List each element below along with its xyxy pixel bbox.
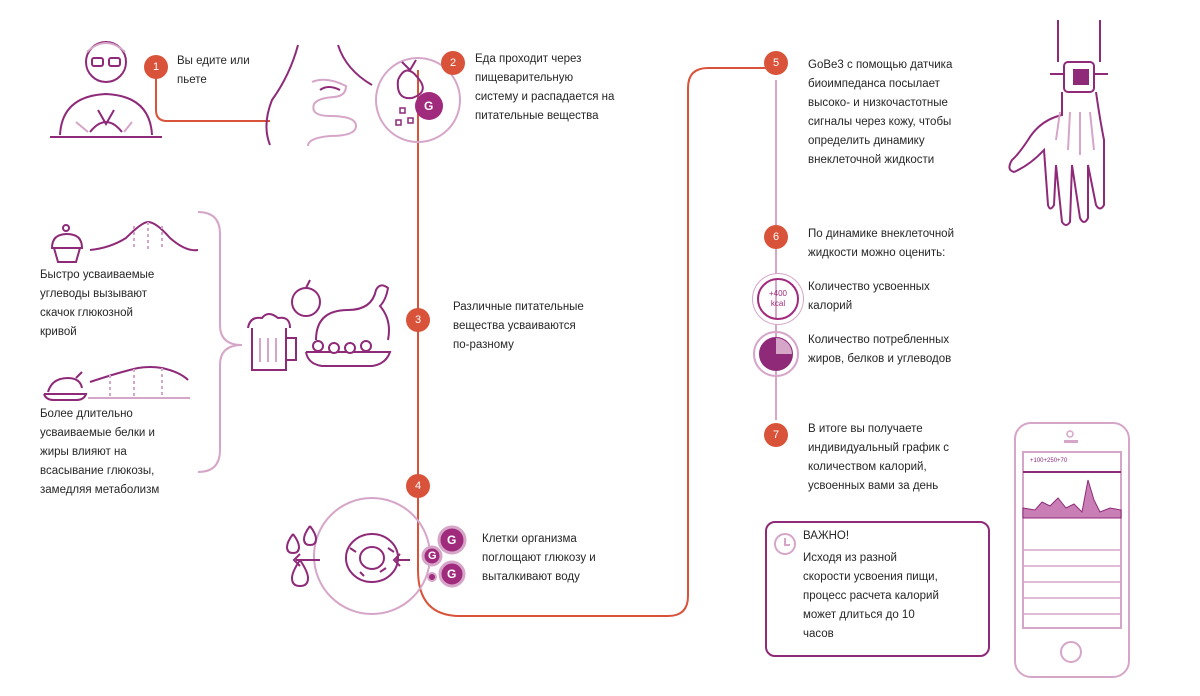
step-badge-1: 1 xyxy=(144,55,168,79)
warning-text: Исходя из разной скорости усвоения пищи,… xyxy=(803,552,939,640)
step-badge-2: 2 xyxy=(441,51,465,75)
glucose-label: G xyxy=(447,533,457,547)
step-text-7: В итоге вы получаете индивидуальный граф… xyxy=(808,423,949,492)
step-text-3: Различные питательные вещества усваивают… xyxy=(453,301,584,351)
step-text-5: GoBe3 с помощью датчика биоимпеданса пос… xyxy=(808,59,953,166)
digestive-system-icon xyxy=(265,44,373,147)
step-badge-5: 5 xyxy=(764,51,788,75)
step-badge-3: 3 xyxy=(406,308,430,332)
timeline-connector xyxy=(197,80,777,473)
roast-chicken-icon xyxy=(43,371,88,401)
fast-glucose-curve xyxy=(89,220,199,252)
macros-estimate-text: Количество потребленных жиров, белков и … xyxy=(808,334,952,365)
wristband-hand-icon xyxy=(1008,20,1108,226)
kcal-value: +400 xyxy=(768,289,788,298)
slow-glucose-curve xyxy=(88,366,190,399)
cupcake-icon xyxy=(50,224,84,263)
step-badge-4: 4 xyxy=(406,474,430,498)
warning-title: ВАЖНО! xyxy=(803,530,850,542)
step-text-6: По динамике внеклеточной жидкости можно … xyxy=(808,228,955,259)
food-variety-icon xyxy=(247,279,392,371)
cell-icon xyxy=(285,497,467,615)
glucose-label: G xyxy=(428,550,437,562)
digestion-circle-icon xyxy=(375,57,461,143)
macros-pie-icon xyxy=(753,331,799,377)
kcal-unit: kcal xyxy=(770,299,786,308)
step-badge-6: 6 xyxy=(764,225,788,249)
clock-icon xyxy=(774,533,796,555)
person-eating-icon xyxy=(50,41,162,138)
warning-box: ВАЖНО! Исходя из разной скорости усвоени… xyxy=(765,521,990,657)
calories-badge: +400 kcal xyxy=(757,278,799,320)
slow-nutrients-note: Более длительно усваиваемые белки и жиры… xyxy=(40,408,160,496)
step-text-1: Вы едите или пьете xyxy=(177,55,250,86)
calories-estimate-text: Количество усвоенных калорий xyxy=(808,281,930,312)
phone-graph-label: +100+250+70 xyxy=(1030,458,1068,464)
glucose-label: G xyxy=(447,567,457,581)
step-badge-7: 7 xyxy=(764,423,788,447)
flow-connector xyxy=(155,67,776,617)
fast-carbs-note: Быстро усваиваемые углеводы вызывают ска… xyxy=(40,269,155,338)
smartphone-icon xyxy=(1014,422,1130,678)
step-text-2: Еда проходит через пищеварительную систе… xyxy=(475,53,615,122)
glucose-label: G xyxy=(424,99,434,113)
step-text-4: Клетки организма поглощают глюкозу и выт… xyxy=(482,533,596,583)
